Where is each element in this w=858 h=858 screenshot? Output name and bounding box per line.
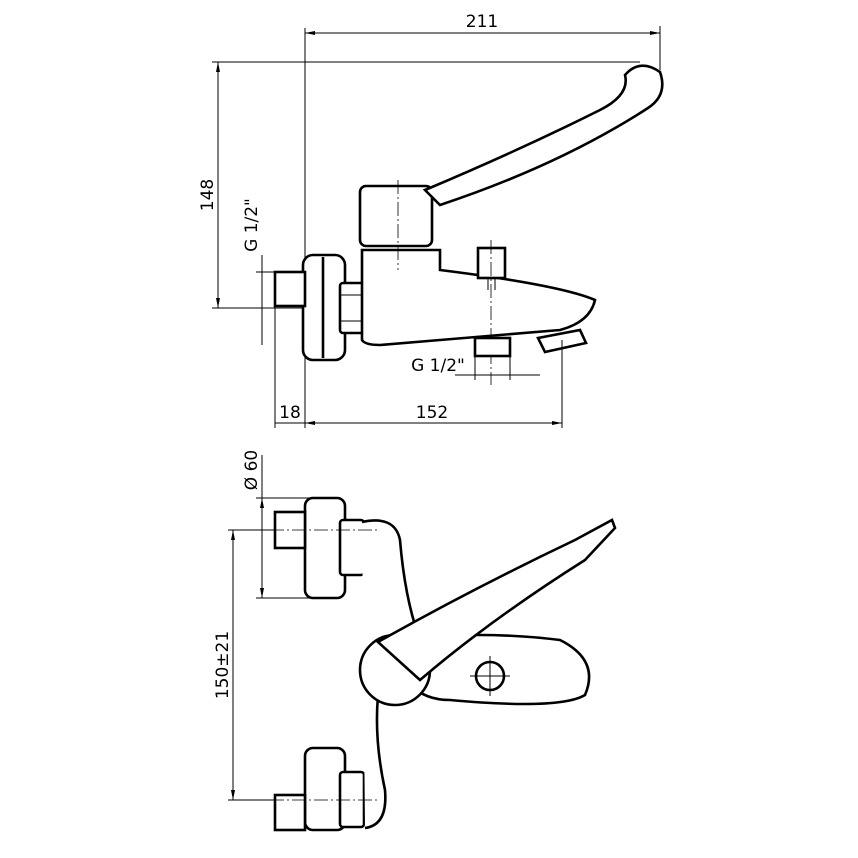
mixer-body [360,248,597,347]
dim-spout-projection: 152 [416,403,448,423]
lower-inlet-pipe [273,793,307,832]
side-view: 211 148 G 1/2" G 1/2" [198,12,664,428]
dim-center-distance: 150±21 [213,631,233,699]
lever-handle [422,64,664,207]
dim-inlet-thread: G 1/2" [242,198,262,252]
inlet-pipe [273,270,307,308]
hex-nut [338,281,366,335]
lower-hex-nut [338,770,366,829]
dim-height: 148 [198,179,218,211]
upper-hex-nut [338,518,366,577]
front-view: Ø 60 150±21 [213,450,617,832]
bath-outlet [473,336,512,358]
dim-total-length: 211 [466,12,498,32]
dim-flange-diameter: Ø 60 [242,450,262,490]
dim-outlet-thread: G 1/2" [411,356,465,376]
diverter-knob [476,246,507,280]
dim-wall-offset: 18 [279,403,301,423]
cartridge-housing [358,184,434,248]
lever-handle-front [375,518,617,682]
